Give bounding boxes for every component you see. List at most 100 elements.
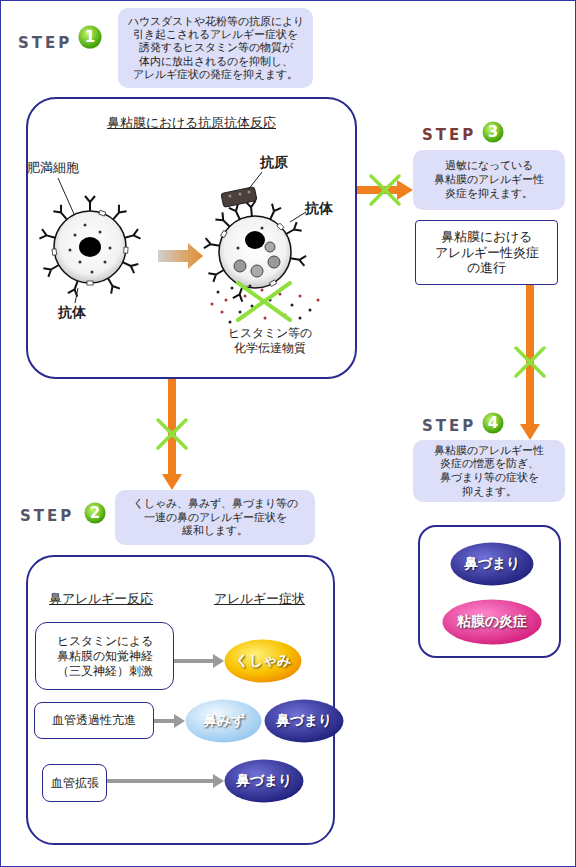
histamine-release: [309, 309, 312, 312]
histamine-release: [279, 293, 282, 296]
activated-mast-cell: [208, 266, 226, 282]
histamine-release: [264, 317, 267, 320]
histamine-release: [239, 311, 242, 314]
part-label: ヒスタミン等の 化学伝達物質: [215, 326, 325, 356]
histamine-release: [244, 295, 247, 298]
reaction-arrow: [154, 719, 174, 723]
transition-arrow: [158, 243, 203, 269]
activated-mast-cell: [233, 284, 248, 302]
activated-mast-cell: [234, 260, 246, 272]
symptom-ellipse: 鼻づまり: [224, 759, 304, 803]
reaction-arrow: [174, 659, 213, 663]
leader-line: [58, 178, 74, 214]
activated-mast-cell: [284, 222, 302, 238]
description-text: ハウスダストや花粉等の抗原により 引き起こされるアレルギー症状を 誘発するヒスタ…: [124, 15, 307, 81]
shape-fill: [483, 122, 504, 143]
shape-fill: [225, 640, 302, 683]
activated-mast-cell: [261, 227, 264, 230]
mast-cell: [124, 247, 129, 253]
mast-cell: [79, 237, 101, 257]
flow-arrow: [526, 285, 534, 424]
activated-mast-cell: [290, 253, 307, 265]
shape-fill: [85, 503, 106, 524]
step-description: 鼻粘膜のアレルギー性 炎症の憎悪を防ぎ、 鼻づまり等の症状を 抑えます。: [413, 440, 565, 502]
process-box: 血管拡張: [42, 764, 107, 802]
step-badge: 1: [78, 25, 102, 49]
antigen-particle: [229, 195, 232, 198]
process-box: 鼻粘膜における アレルギー性炎症 の進行: [415, 220, 558, 285]
shape-fill: [451, 543, 534, 586]
mast-cell: [109, 205, 126, 223]
symptom-ellipse: くしゃみ: [224, 639, 302, 683]
mast-cell: [39, 229, 56, 243]
histamine-release: [251, 305, 254, 308]
activated-mast-cell: [204, 238, 221, 250]
activated-mast-cell: [215, 212, 233, 230]
flow-arrow: [168, 379, 176, 474]
symptom-text: 鼻みず: [203, 712, 245, 730]
histamine-release: [291, 304, 294, 307]
description-text: 鼻粘膜のアレルギー性 炎症の憎悪を防ぎ、 鼻づまり等の症状を 抑えます。: [419, 444, 559, 499]
histamine-release: [269, 299, 272, 302]
leader-line: [58, 172, 306, 303]
step-badge: 3: [482, 121, 504, 143]
histamine-release: [229, 321, 232, 324]
mast-cell: [121, 258, 139, 273]
connector-part: [371, 176, 399, 204]
step-badge: 2: [84, 502, 106, 524]
transition-arrow: [158, 243, 203, 269]
activated-mast-cell: [269, 280, 276, 286]
column-heading: アレルギー症状: [214, 591, 305, 607]
symptom-ellipse: 鼻づまり: [264, 699, 344, 743]
mast-cell: [123, 229, 140, 243]
inhibition-cross: [238, 283, 290, 320]
connector-part: [158, 420, 186, 448]
inhibition-cross: [158, 176, 544, 448]
step-number: 2: [90, 504, 100, 523]
mast-cell: [54, 211, 126, 283]
histamine-release: [221, 311, 224, 314]
mast-cell: [79, 261, 82, 264]
activated-mast-cell: [229, 204, 244, 222]
histamine-release: [299, 295, 302, 298]
antigen-particle: [248, 191, 251, 194]
symptom-text: 鼻づまり: [464, 555, 520, 573]
mast-cell: [87, 281, 93, 285]
mast-cell: [109, 247, 112, 250]
shape-fill: [186, 700, 262, 743]
process-box: 血管透過性亢進: [34, 702, 154, 739]
leader-line: [75, 288, 78, 303]
reaction-arrow: [107, 779, 213, 783]
process-text: 血管透過性亢進: [52, 713, 136, 728]
activated-mast-cell: [251, 265, 263, 277]
step-badge: 4: [482, 412, 504, 434]
histamine-release: [225, 299, 228, 302]
symptom-text: 粘膜の炎症: [457, 613, 527, 631]
process-text: ヒスタミンによる 鼻粘膜の知覚神経 （三叉神経）刺激: [42, 634, 167, 679]
connector-part: [516, 348, 544, 376]
mast-cell: [52, 249, 57, 255]
symptom-ellipse: 鼻づまり: [450, 542, 534, 586]
activated-mast-cell: [219, 216, 291, 288]
part-label: 抗原: [260, 154, 288, 172]
histamine-release: [211, 285, 320, 324]
step-number: 4: [488, 414, 498, 433]
shape-fill: [265, 700, 344, 743]
activated-mast-cell: [277, 223, 284, 230]
histamine-release: [211, 303, 214, 306]
histamine-release: [217, 291, 220, 294]
reaction-panel: 鼻粘膜における抗原抗体反応: [26, 97, 357, 379]
mast-cell: [74, 234, 77, 237]
step-description: ハウスダストや花粉等の抗原により 引き起こされるアレルギー症状を 誘発するヒスタ…: [118, 8, 313, 88]
mast-cell: [85, 196, 95, 211]
symptom-ellipse: 粘膜の炎症: [442, 599, 542, 645]
mast-cell: [43, 261, 61, 277]
symptom-text: 鼻づまり: [276, 712, 332, 730]
histamine-release: [249, 285, 252, 288]
histamine-release: [284, 314, 287, 317]
step-description: 過敏になっている 鼻粘膜のアレルギー性 炎症を抑えます。: [413, 150, 565, 210]
symptom-panel: 鼻づまり粘膜の炎症: [418, 525, 561, 658]
antigen-particle: [221, 187, 257, 208]
activated-mast-cell: [246, 201, 257, 217]
